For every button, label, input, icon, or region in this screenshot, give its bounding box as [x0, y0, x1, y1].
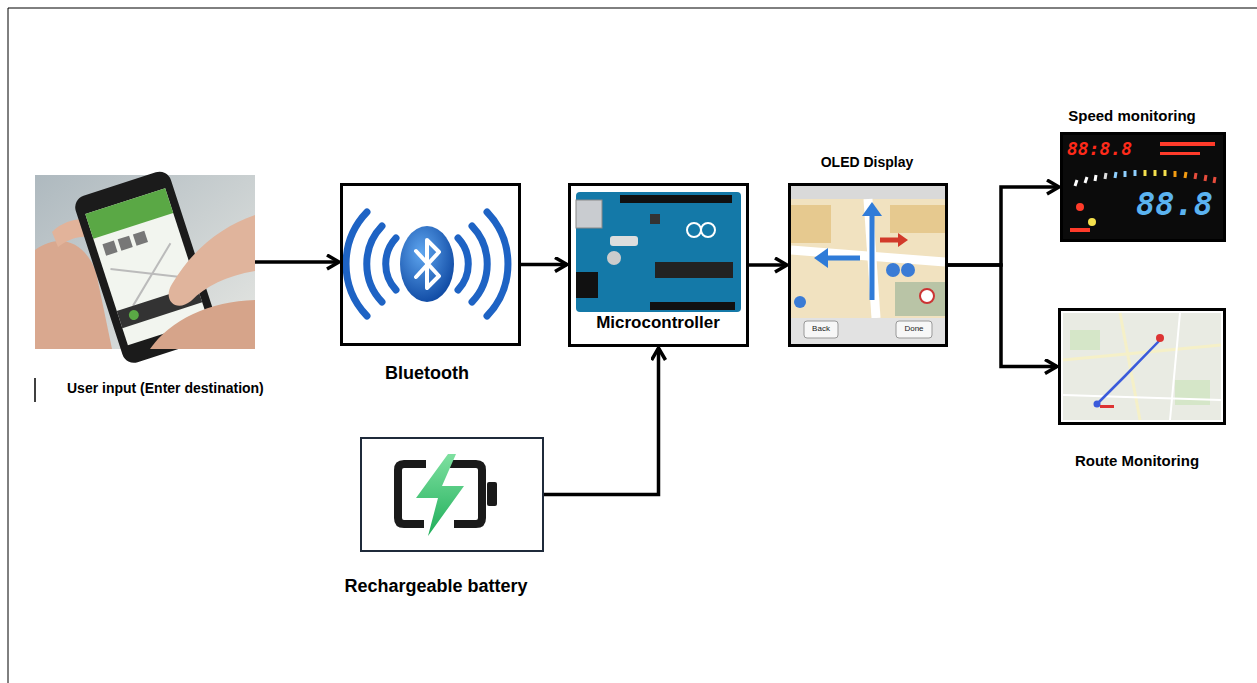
node-caption: Speed monitoring [1068, 107, 1196, 124]
phone-photo [35, 169, 255, 366]
route-map [1063, 313, 1221, 420]
display-digits: 88:8.8 [1067, 139, 1132, 159]
node-caption: Route Monitoring [1075, 452, 1199, 469]
navigation-screen [791, 186, 945, 344]
node-title: Microcontroller [593, 313, 723, 333]
bluetooth-icon [346, 212, 508, 316]
speed-display [1063, 135, 1223, 239]
node-caption: Bluetooth [385, 363, 469, 384]
battery-icon [398, 454, 497, 536]
flow-arrow [544, 348, 659, 495]
page-frame [8, 8, 1257, 683]
flow-arrow [521, 263, 567, 267]
input-photo-box: User input (Enter destination) [35, 175, 255, 349]
node-caption: Rechargeable battery [344, 576, 527, 597]
flow-arrow [948, 265, 1057, 367]
display-box: OLED Display [788, 183, 948, 347]
flow-arrow [948, 187, 1059, 265]
flow-arrow [749, 263, 787, 267]
node-caption: OLED Display [821, 154, 914, 170]
flow-arrow [255, 260, 339, 264]
button-label: Back [812, 325, 830, 334]
button-label: Done [904, 325, 923, 334]
arduino-board [576, 192, 741, 312]
power-box: Rechargeable battery [360, 437, 544, 552]
display-digits: 88.8 [1136, 187, 1213, 222]
output-box: Route Monitoring [1058, 308, 1226, 425]
microcontroller-box: Microcontroller [568, 183, 749, 347]
node-caption: User input (Enter destination) [67, 380, 264, 396]
bluetooth-box: Bluetooth [340, 183, 521, 346]
